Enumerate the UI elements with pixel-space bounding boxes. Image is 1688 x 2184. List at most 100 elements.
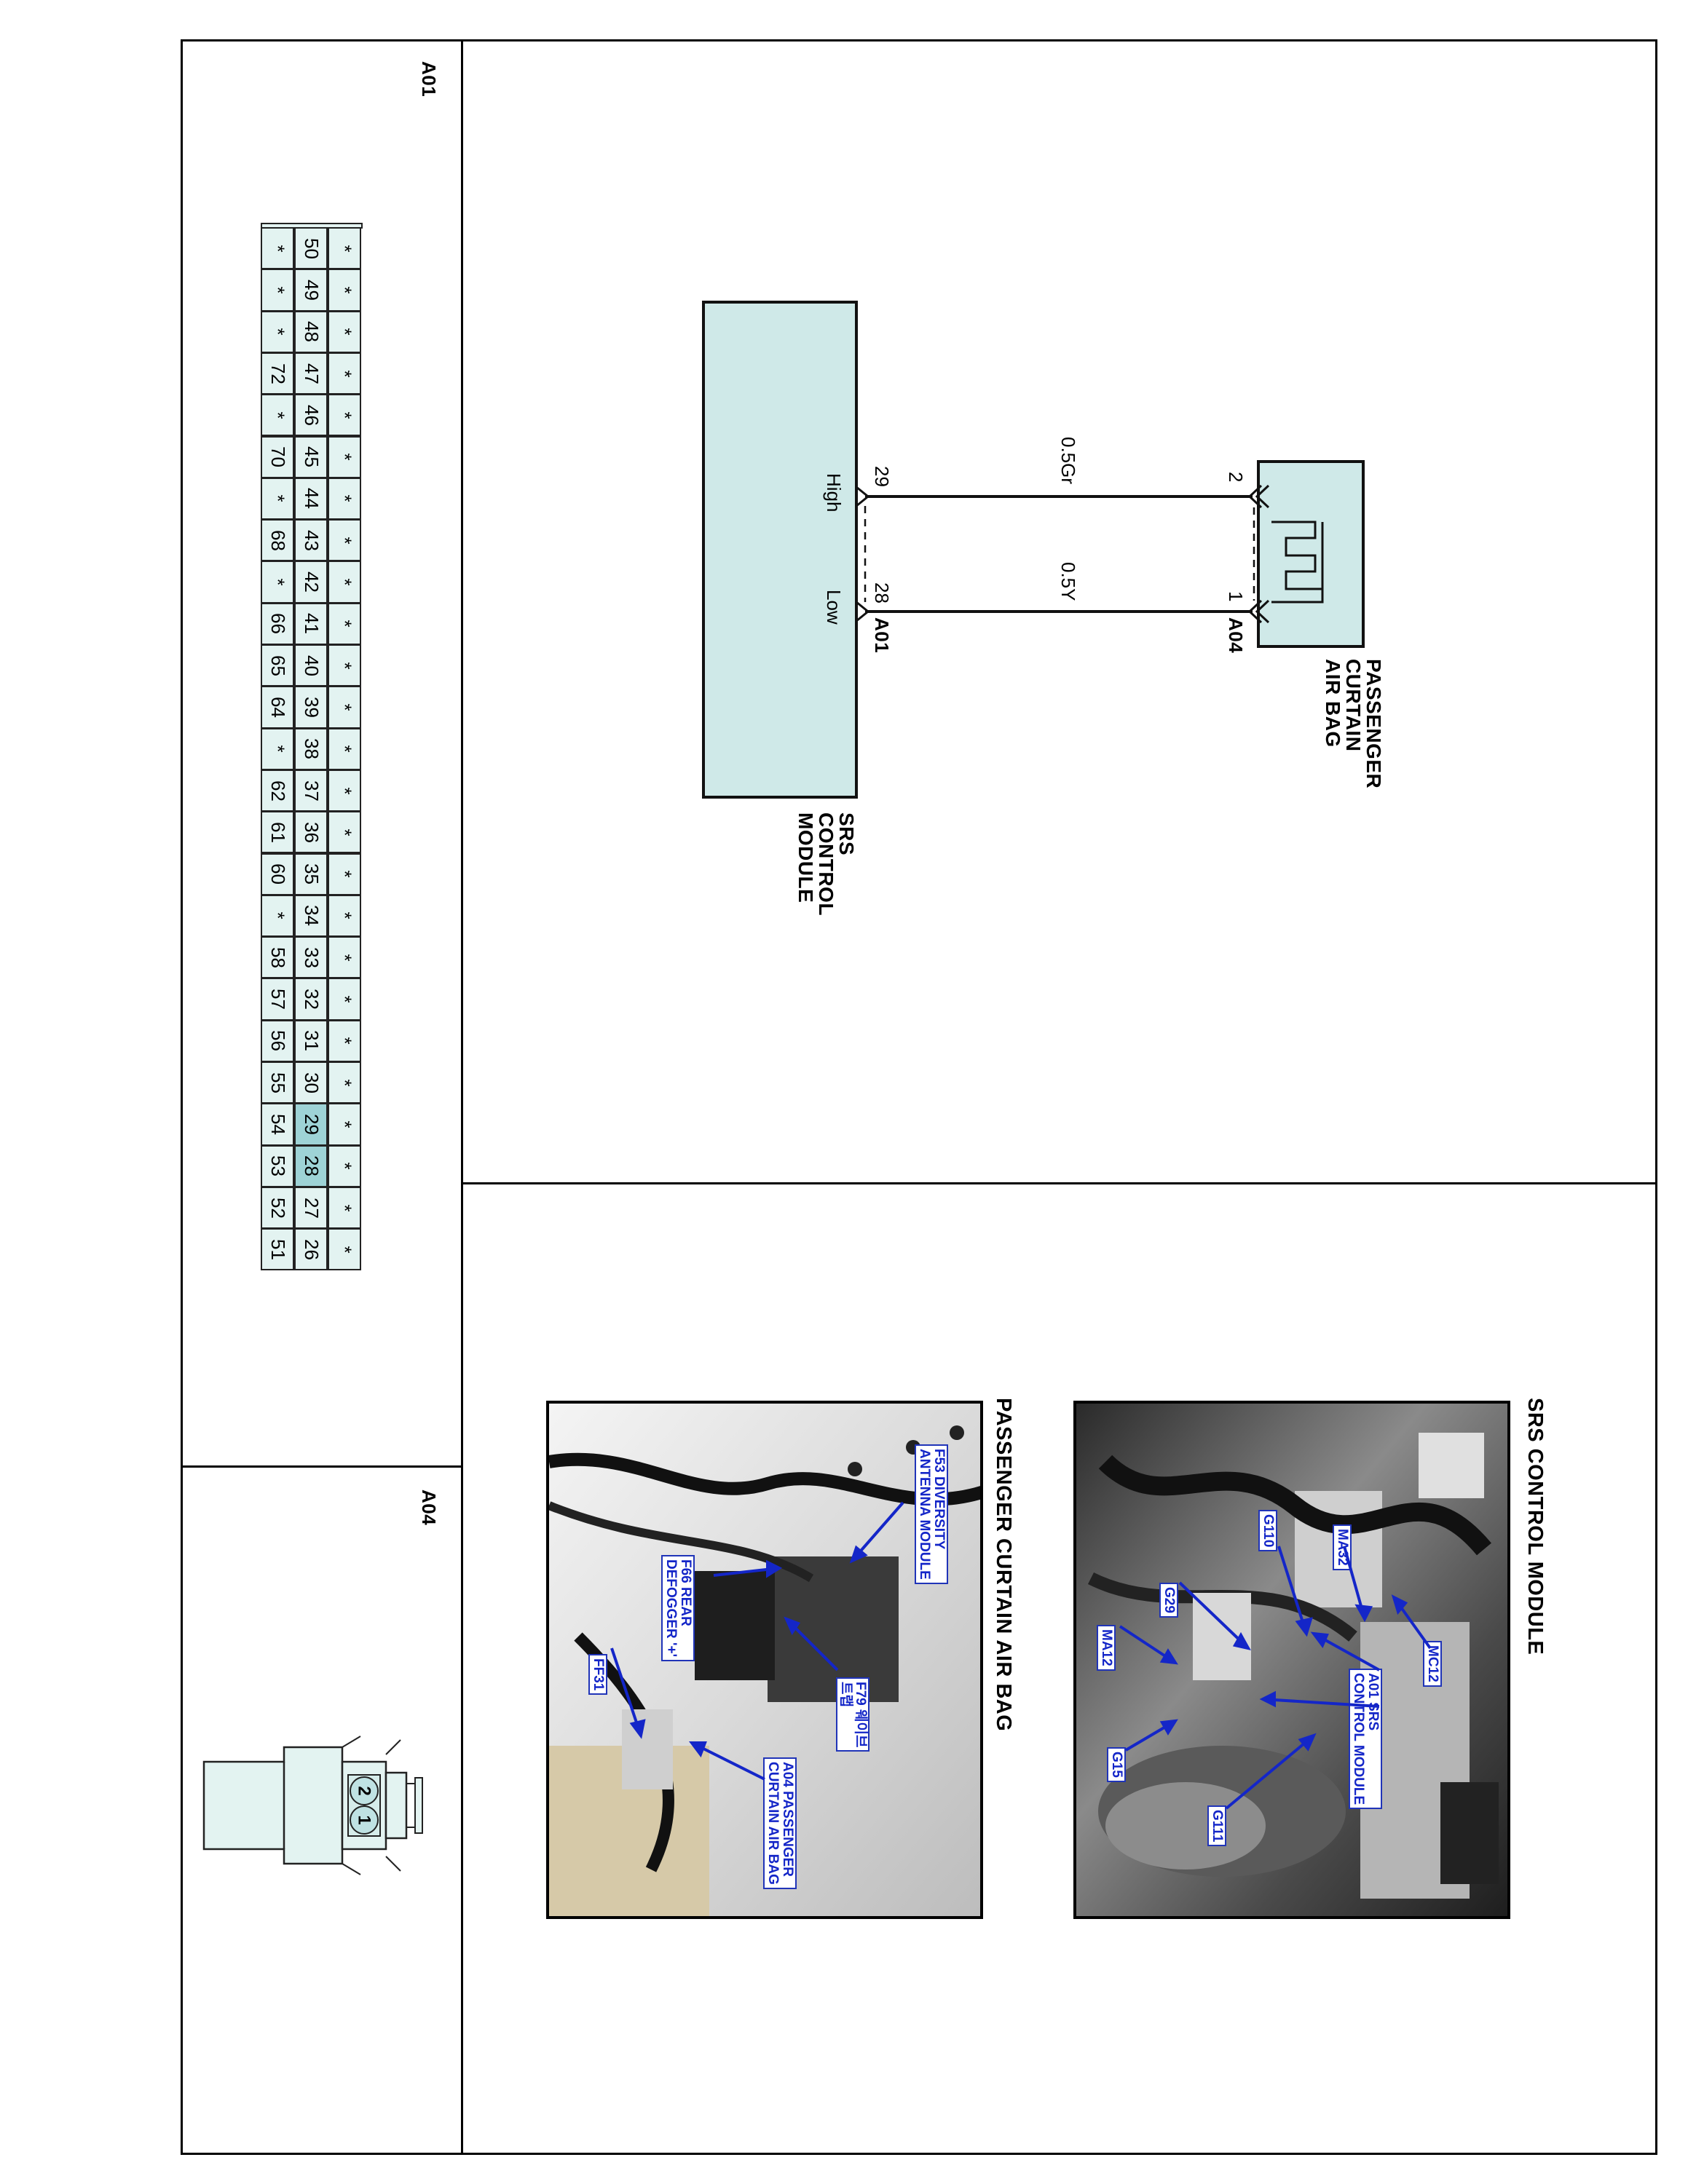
a01-pin-cell: 38 bbox=[294, 727, 328, 770]
a01-pin-cell: 61 bbox=[261, 811, 294, 854]
a01-pin-cell: 28 bbox=[294, 1144, 328, 1187]
a01-pin-cell: 47 bbox=[294, 352, 328, 395]
srs-module-label-2: CONTROL bbox=[815, 812, 837, 916]
wire-label-0-5gr: 0.5Gr bbox=[1057, 437, 1079, 485]
srs-module-label-1: SRS bbox=[835, 812, 858, 856]
page-frame bbox=[181, 39, 1657, 2155]
a01-pin-cell: * bbox=[328, 477, 361, 521]
label-high: High bbox=[823, 473, 845, 513]
wire-label-0-5y: 0.5Y bbox=[1057, 562, 1079, 601]
pin-label-top-1: 1 bbox=[1225, 591, 1247, 602]
a01-pin-cell: 27 bbox=[294, 1186, 328, 1230]
a01-pin-cell: * bbox=[328, 1103, 361, 1146]
a04-pin-2: 2 bbox=[350, 1776, 379, 1805]
a01-pin-cell: 26 bbox=[294, 1228, 328, 1271]
a01-pin-cell: * bbox=[328, 1061, 361, 1104]
a01-pin-cell: 35 bbox=[294, 852, 328, 895]
a01-pin-cell: 72 bbox=[261, 352, 294, 395]
srs-callout-arrows bbox=[1119, 1546, 1432, 1810]
a01-pin-cell: 66 bbox=[261, 602, 294, 645]
a01-pin-cell: * bbox=[328, 519, 361, 562]
curtain-airbag-box bbox=[1257, 460, 1365, 648]
a01-pin-cell: 41 bbox=[294, 602, 328, 645]
a01-pin-cell: * bbox=[328, 1019, 361, 1062]
a01-pin-cell: 57 bbox=[261, 978, 294, 1021]
a01-pin-cell: 42 bbox=[294, 561, 328, 604]
a01-pin-cell: 49 bbox=[294, 269, 328, 312]
a01-pin-cell: * bbox=[328, 894, 361, 938]
a01-pin-cell: * bbox=[261, 227, 294, 270]
a01-pin-cell: 45 bbox=[294, 435, 328, 478]
a01-pin-cell: 53 bbox=[261, 1144, 294, 1187]
a01-pin-cell: 33 bbox=[294, 936, 328, 979]
curtain-airbag-label-1: PASSENGER bbox=[1362, 659, 1385, 789]
a01-pin-cell: * bbox=[328, 602, 361, 645]
curtain-callout-arrows bbox=[610, 1501, 904, 1781]
a01-pin-cell: 46 bbox=[294, 394, 328, 437]
a01-pin-cell: * bbox=[328, 936, 361, 979]
a01-pin-cell: * bbox=[328, 352, 361, 395]
a01-pin-cell: * bbox=[261, 727, 294, 770]
a01-pin-cell: 31 bbox=[294, 1019, 328, 1062]
photo-title-srs: SRS CONTROL MODULE bbox=[1523, 1398, 1547, 1655]
a01-connector-title: A01 bbox=[418, 61, 440, 98]
a01-pin-cell: 34 bbox=[294, 894, 328, 938]
a01-pin-cell: * bbox=[261, 477, 294, 521]
curtain-airbag-label-3: AIR BAG bbox=[1322, 659, 1344, 748]
a01-pin-cell: * bbox=[261, 269, 294, 312]
label-low: Low bbox=[823, 590, 845, 625]
photo-passenger-curtain-airbag bbox=[546, 1401, 983, 1919]
a01-pin-cell: 36 bbox=[294, 811, 328, 854]
connector-label-a04: A04 bbox=[1225, 617, 1247, 654]
a01-pin-cell: 29 bbox=[294, 1103, 328, 1146]
a01-pin-cell: 55 bbox=[261, 1061, 294, 1104]
a01-pin-cell: 62 bbox=[261, 769, 294, 812]
divider-schematic-photos bbox=[461, 1182, 1657, 1184]
a01-pin-cell: 37 bbox=[294, 769, 328, 812]
divider-left-cells bbox=[181, 1465, 463, 1468]
a01-pin-cell: 32 bbox=[294, 978, 328, 1021]
wiring-schematic bbox=[702, 301, 1365, 799]
a01-pin-cell: * bbox=[328, 644, 361, 687]
a01-pin-cell: * bbox=[328, 310, 361, 353]
a01-pin-cell: 43 bbox=[294, 519, 328, 562]
a01-pin-cell: * bbox=[261, 394, 294, 437]
srs-control-module-box bbox=[702, 301, 858, 799]
a01-pin-cell: 54 bbox=[261, 1103, 294, 1146]
photo-title-curtain: PASSENGER CURTAIN AIR BAG bbox=[992, 1398, 1015, 1732]
a01-pin-cell: 60 bbox=[261, 852, 294, 895]
a01-pin-cell: 40 bbox=[294, 644, 328, 687]
a01-pin-cell: * bbox=[261, 894, 294, 938]
a04-pin-1: 1 bbox=[350, 1805, 379, 1835]
a01-pin-cell: 44 bbox=[294, 477, 328, 521]
a01-pin-cell: * bbox=[328, 1228, 361, 1271]
connector-label-a01: A01 bbox=[871, 617, 893, 654]
divider-left-column bbox=[461, 39, 463, 2155]
a01-connector-latch bbox=[261, 223, 363, 229]
a01-pin-cell: 68 bbox=[261, 519, 294, 562]
a01-pin-cell: 52 bbox=[261, 1186, 294, 1230]
a01-pin-cell: 50 bbox=[294, 227, 328, 270]
a01-pin-cell: 64 bbox=[261, 686, 294, 729]
a01-pin-cell: * bbox=[328, 1144, 361, 1187]
a01-pin-cell: * bbox=[328, 394, 361, 437]
a01-pin-cell: * bbox=[261, 561, 294, 604]
a01-pin-cell: * bbox=[328, 686, 361, 729]
a01-pin-cell: * bbox=[328, 1186, 361, 1230]
a04-connector-title: A04 bbox=[418, 1489, 440, 1526]
a01-pin-cell: * bbox=[328, 269, 361, 312]
a01-pin-cell: * bbox=[328, 727, 361, 770]
a01-pin-cell: * bbox=[328, 852, 361, 895]
a01-pin-cell: 70 bbox=[261, 435, 294, 478]
a01-pin-cell: * bbox=[328, 227, 361, 270]
a01-pin-cell: 56 bbox=[261, 1019, 294, 1062]
a01-pin-cell: 58 bbox=[261, 936, 294, 979]
photo-curtain-shapes bbox=[549, 1404, 980, 1916]
a01-pin-cell: 39 bbox=[294, 686, 328, 729]
pin-label-bottom-29: 29 bbox=[871, 466, 893, 487]
pin-label-bottom-28: 28 bbox=[871, 582, 893, 604]
a01-pin-cell: * bbox=[328, 978, 361, 1021]
a01-pin-cell: 30 bbox=[294, 1061, 328, 1104]
a01-pin-cell: 65 bbox=[261, 644, 294, 687]
